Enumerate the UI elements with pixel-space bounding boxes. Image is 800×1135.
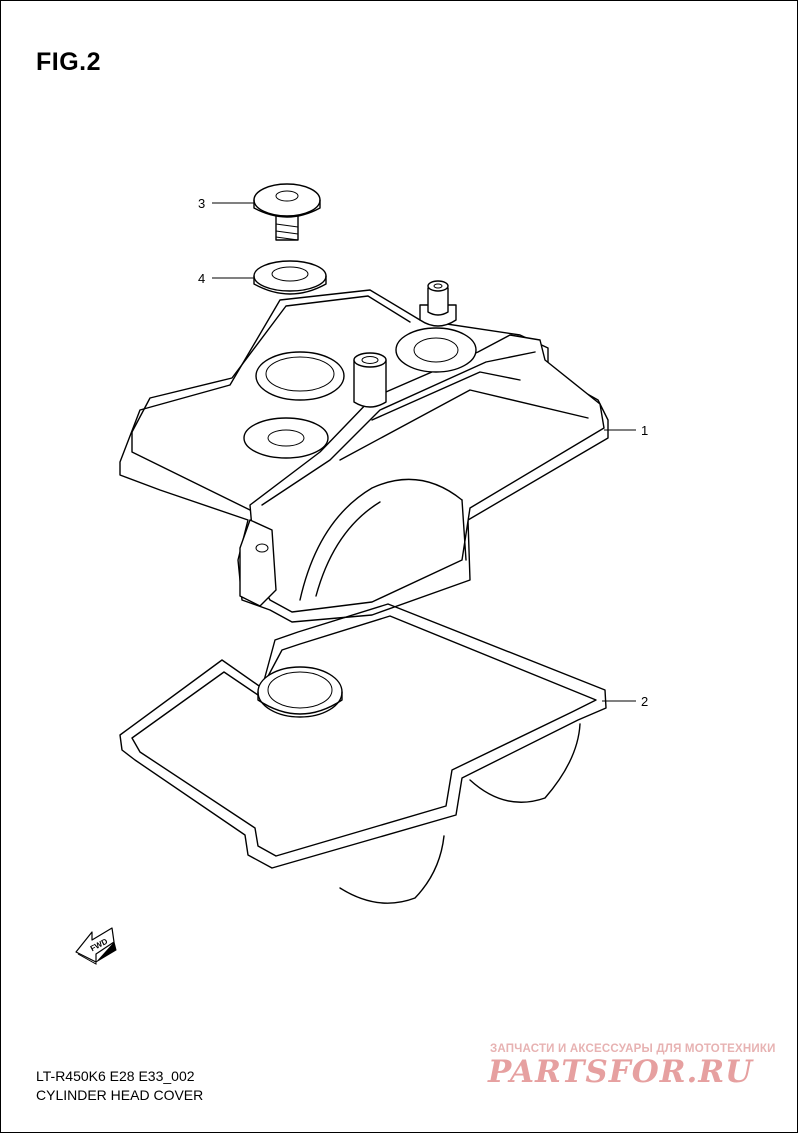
callout-3: 3 — [198, 196, 254, 211]
watermark-tagline: ЗАПЧАСТИ И АКСЕССУАРЫ ДЛЯ МОТОТЕХНИКИ — [490, 1043, 776, 1055]
callout-3-number: 3 — [198, 196, 205, 211]
callout-1: 1 — [604, 423, 648, 438]
part-3-bolt[interactable] — [253, 183, 321, 241]
part-1-cylinder-head-cover[interactable] — [119, 280, 609, 623]
callout-4-number: 4 — [198, 271, 205, 286]
callout-4: 4 — [198, 271, 254, 286]
part-name: CYLINDER HEAD COVER — [36, 1087, 204, 1103]
figure-title: FIG.2 — [36, 48, 102, 76]
callout-1-number: 1 — [641, 423, 648, 438]
forward-arrow-icon: FWD — [75, 927, 117, 965]
part-2-gasket[interactable] — [119, 603, 607, 904]
model-code: LT-R450K6 E28 E33_002 — [36, 1068, 195, 1084]
watermark-logo: PARTSFOR.RU — [488, 1054, 754, 1090]
part-4-washer[interactable] — [253, 260, 327, 295]
callout-2: 2 — [602, 694, 648, 709]
callout-2-number: 2 — [641, 694, 648, 709]
